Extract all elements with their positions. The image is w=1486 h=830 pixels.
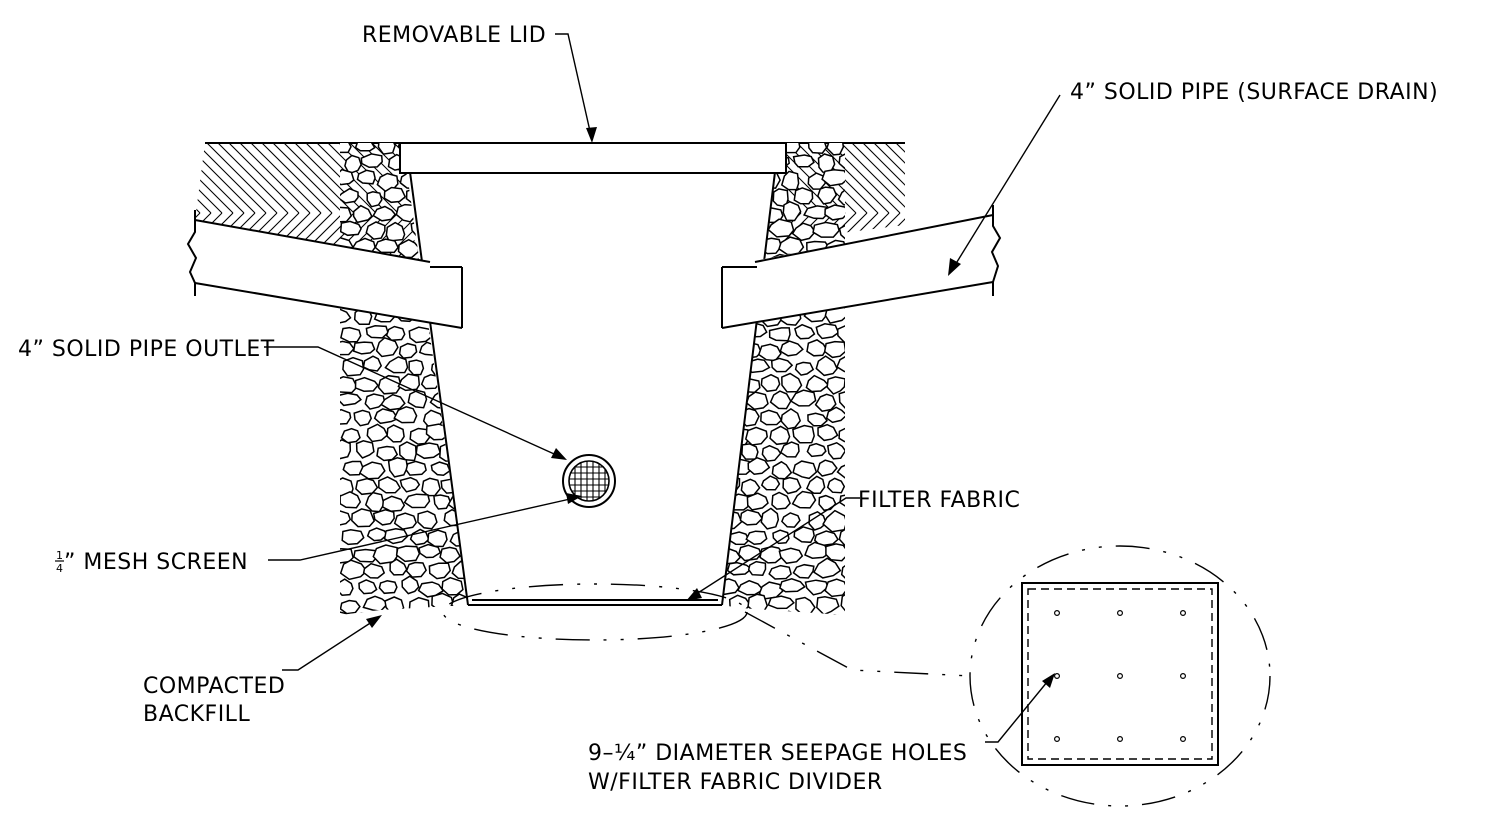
filter-fabric-callout-ellipse [442, 583, 748, 641]
label-mesh-fraction-denominator: 4 [56, 562, 63, 575]
seepage-hole [1179, 609, 1186, 616]
seepage-hole [1179, 672, 1186, 679]
surface-drain-pipe-right [721, 205, 1002, 329]
removable-lid [399, 142, 787, 174]
seepage-hole [1053, 672, 1060, 679]
seepage-hole [1116, 735, 1123, 742]
surface-drain-pipe-left [186, 210, 463, 329]
seepage-hole [1116, 609, 1123, 616]
seepage-hole [1053, 735, 1060, 742]
seepage-hole [1053, 609, 1060, 616]
label-solid-pipe-surface-drain: 4” SOLID PIPE (SURFACE DRAIN) [1070, 80, 1438, 105]
seepage-hole [1179, 735, 1186, 742]
detail-leader-line [744, 611, 971, 677]
label-solid-pipe-outlet: 4” SOLID PIPE OUTLET [18, 337, 275, 362]
label-filter-fabric: FILTER FABRIC [858, 488, 1020, 513]
seepage-hole [1116, 672, 1123, 679]
catch-basin-body [409, 171, 776, 606]
leader-lines [264, 33, 1061, 743]
label-compacted: COMPACTED [143, 674, 285, 699]
label-backfill: BACKFILL [143, 702, 250, 727]
label-mesh-fraction-numerator: 1 [56, 549, 63, 562]
label-filter-fabric-divider: W/FILTER FABRIC DIVIDER [588, 770, 883, 795]
outlet-pipe-mesh-screen [562, 454, 616, 508]
label-seepage-holes: 9–¼” DIAMETER SEEPAGE HOLES [588, 741, 967, 766]
label-mesh-screen: ” MESH SCREEN [64, 550, 248, 575]
label-removable-lid: REMOVABLE LID [362, 23, 546, 48]
seepage-detail-view [969, 545, 1271, 807]
